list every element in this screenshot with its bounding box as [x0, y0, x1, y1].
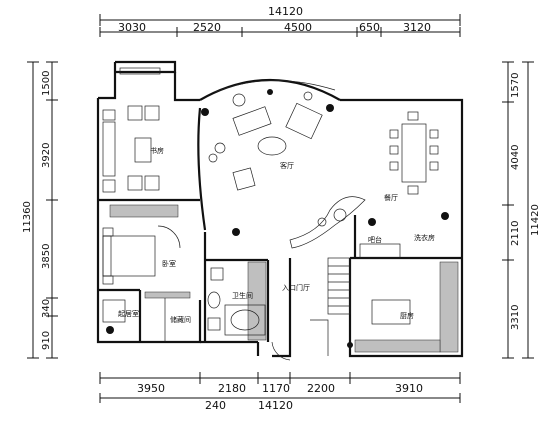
- bedroom-furniture: 卧室: [102, 204, 181, 285]
- bottom-dim-3: 1170: [262, 382, 290, 395]
- right-dim-4: 3310: [510, 305, 521, 330]
- plants: [106, 89, 449, 348]
- lounge-label: 起居室: [118, 309, 139, 318]
- living-furniture: 客厅: [208, 80, 336, 191]
- right-dim-1: 1570: [510, 73, 521, 98]
- bottom-dim-1: 3950: [137, 382, 165, 395]
- top-dim-5: 3120: [403, 21, 431, 34]
- living-label: 客厅: [280, 161, 294, 170]
- bottom-dimensions: 3950 2180 1170 2200 3910 240 14120: [99, 372, 461, 412]
- bathroom-fixtures: 卫生间: [207, 261, 267, 341]
- bar-counter: 吧台: [289, 196, 382, 249]
- bottom-dim-4: 2200: [307, 382, 335, 395]
- study-label: 书房: [150, 146, 164, 155]
- study-furniture: 书房: [102, 67, 164, 193]
- right-dim-2: 4040: [510, 145, 521, 170]
- top-dim-1: 3030: [118, 21, 146, 34]
- left-dim-3: 3850: [41, 244, 52, 269]
- entrance-label: 入口门厅: [282, 283, 310, 292]
- storage-label: 储藏间: [170, 315, 191, 324]
- bath-label: 卫生间: [232, 291, 253, 300]
- bottom-overall-dim: 14120: [258, 399, 293, 412]
- top-dimensions: 14120 3030 2520 4500 650 3120: [99, 5, 461, 37]
- kitchen-label: 厨房: [400, 311, 414, 320]
- dining-furniture: 餐厅: [384, 111, 439, 202]
- right-overall-dim: 11420: [530, 204, 541, 236]
- bottom-dim-2: 2180: [218, 382, 246, 395]
- left-dim-1: 1500: [41, 71, 52, 96]
- laundry-label: 洗衣房: [414, 233, 435, 242]
- top-dim-2: 2520: [193, 21, 221, 34]
- left-dim-2: 3920: [41, 143, 52, 168]
- lounge-furniture: 起居室 储藏间: [102, 291, 191, 342]
- bottom-dim-5: 3910: [395, 382, 423, 395]
- left-dimensions: 11360 1500 3920 3850 340 910: [22, 61, 58, 359]
- bar-label: 吧台: [368, 235, 382, 244]
- left-dim-5: 910: [41, 331, 52, 350]
- top-overall-dim: 14120: [268, 5, 303, 18]
- stairs: 入口门厅: [271, 257, 351, 361]
- left-overall-dim: 11360: [22, 201, 33, 233]
- bedroom-label: 卧室: [162, 259, 176, 268]
- exterior-walls: [96, 60, 464, 358]
- left-dim-4: 340: [41, 299, 52, 318]
- bottom-dim-sub: 240: [205, 399, 226, 412]
- dining-label: 餐厅: [384, 193, 398, 202]
- right-dim-3: 2110: [510, 221, 521, 246]
- top-dim-3: 4500: [284, 21, 312, 34]
- right-dimensions: 1570 4040 2110 3310 11420: [502, 61, 541, 359]
- kitchen-fixtures: 厨房 洗衣房: [354, 233, 459, 353]
- top-dim-4: 650: [359, 21, 380, 34]
